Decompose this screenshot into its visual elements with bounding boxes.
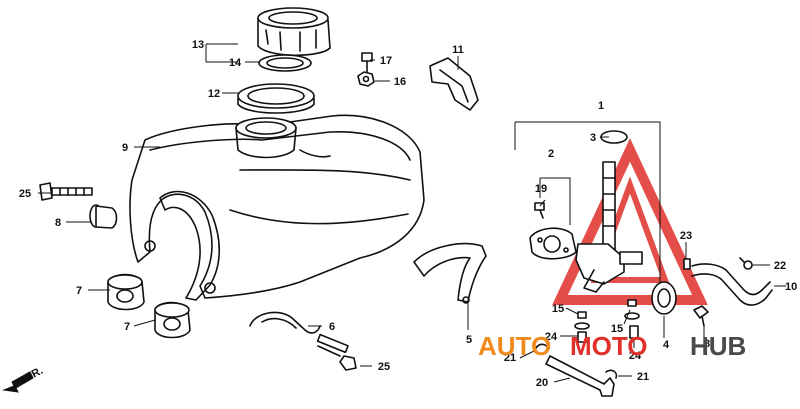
clip-21b xyxy=(605,369,618,379)
callout-11: 11 xyxy=(452,44,464,56)
leader-lines xyxy=(38,43,786,383)
watermark-text-hub: HUB xyxy=(690,331,746,361)
callout-24a: 24 xyxy=(545,331,558,343)
callout-24b: 24 xyxy=(629,350,642,362)
fuel-cock xyxy=(529,161,643,293)
callout-22: 22 xyxy=(774,260,786,272)
tube-20 xyxy=(545,355,615,397)
subassembly-bracket-line xyxy=(539,177,571,225)
collar-8 xyxy=(89,204,118,229)
callout-8a: 8 xyxy=(55,217,61,229)
callout-7b: 7 xyxy=(124,321,130,333)
callout-6: 6 xyxy=(329,321,335,333)
rubber-mount-7a xyxy=(107,273,145,311)
callout-7a: 7 xyxy=(76,285,82,297)
callout-21b: 21 xyxy=(637,371,649,383)
callout-4: 4 xyxy=(663,339,670,351)
fuel-tank xyxy=(129,114,425,301)
callout-14: 14 xyxy=(229,57,242,69)
cap-gasket xyxy=(258,54,312,72)
callout-5: 5 xyxy=(466,334,472,346)
callout-15a: 15 xyxy=(552,303,564,315)
callout-15b: 15 xyxy=(611,323,623,335)
watermark-text-moto: MOTO xyxy=(570,331,648,361)
callout-23: 23 xyxy=(680,230,692,242)
filler-ring xyxy=(237,83,315,114)
assembly-bracket-line xyxy=(514,121,661,300)
bolt-25-lower xyxy=(316,333,357,371)
callout-2: 2 xyxy=(548,148,554,160)
screw-15b xyxy=(624,299,640,320)
callout-21a: 21 xyxy=(504,352,516,364)
callout-3: 3 xyxy=(590,132,596,144)
clip-11 xyxy=(429,57,479,111)
diaphragm-4 xyxy=(651,281,677,315)
callout-16: 16 xyxy=(394,76,406,88)
screw-19 xyxy=(534,202,545,219)
bracket-5 xyxy=(413,242,487,304)
screw-8-right xyxy=(693,305,709,327)
watermark-logo xyxy=(552,138,708,305)
callout-1: 1 xyxy=(598,100,604,112)
fuel-cap xyxy=(257,7,331,57)
callout-13: 13 xyxy=(192,39,204,51)
rubber-mount-7b xyxy=(154,301,191,339)
clip-22 xyxy=(739,257,753,270)
callout-25b: 25 xyxy=(378,361,390,373)
nut-16 xyxy=(357,71,375,87)
clip-23 xyxy=(683,258,691,270)
fuel-hose-10 xyxy=(691,263,773,306)
callout-9: 9 xyxy=(122,142,128,154)
callout-10: 10 xyxy=(785,281,797,293)
washer-24a xyxy=(577,331,587,343)
spring-clip-6 xyxy=(249,311,321,334)
callout-19: 19 xyxy=(535,183,547,195)
screw-15a xyxy=(574,311,590,330)
watermark-text-auto: AUTO xyxy=(478,331,551,361)
callout-20: 20 xyxy=(536,377,548,389)
front-label: FR. xyxy=(24,365,45,384)
callout-labels: 1 2 3 4 5 6 7 7 8 8 9 10 11 12 13 14 15 … xyxy=(19,39,797,389)
callout-17: 17 xyxy=(380,55,392,67)
front-direction-indicator: FR. xyxy=(2,365,45,393)
clip-21a xyxy=(535,343,549,351)
bolt-17 xyxy=(361,52,373,73)
callout-8b: 8 xyxy=(704,338,710,350)
watermark-text: AUTO MOTO HUB xyxy=(478,331,746,361)
callout-25a: 25 xyxy=(19,188,31,200)
bolt-25-upper xyxy=(39,182,93,201)
front-arrow-icon xyxy=(2,371,34,393)
callout-12: 12 xyxy=(208,88,220,100)
